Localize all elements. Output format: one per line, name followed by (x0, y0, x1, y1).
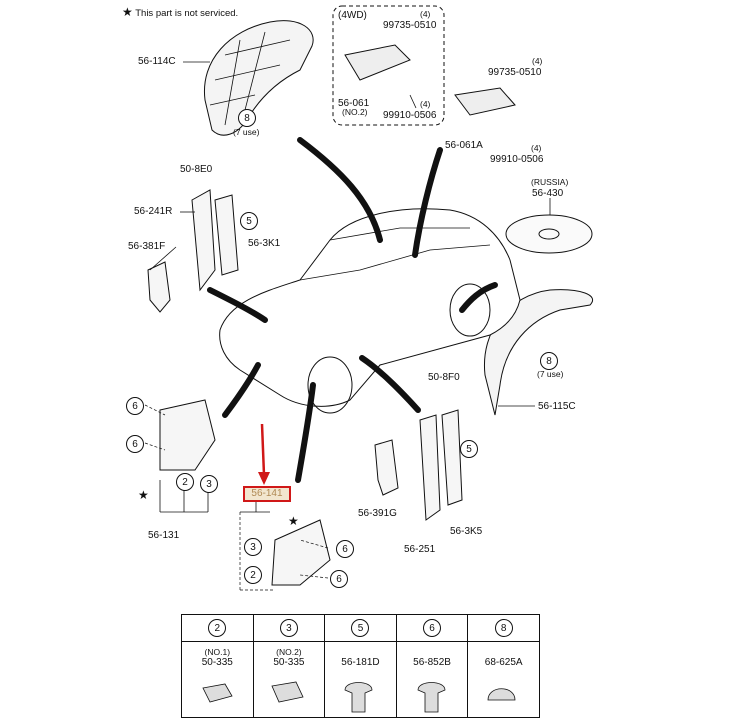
clip-cell-2: 2 (NO.1) 50-335 (182, 615, 254, 717)
part-56-391G-shape (374, 439, 399, 496)
car-body-outline (219, 208, 521, 407)
qty-4-bolt-a: (4) (420, 99, 431, 109)
clip-subtitle: (NO.2) (276, 647, 302, 657)
label-50-8E0: 50-8E0 (180, 164, 213, 175)
label-56-391G: 56-391G (358, 508, 397, 519)
clip-part-number: 56-181D (341, 657, 380, 668)
star-icon: ★ (122, 5, 133, 19)
clip-cell-5: 5 56-181D (325, 615, 397, 717)
label-56-141-highlighted: 56-141 (243, 486, 291, 502)
callout-circle-6-56-141-b: 6 (330, 570, 348, 588)
plate-56-061-shape (344, 44, 411, 81)
label-4wd: (4WD) (338, 10, 367, 21)
label-7-use-front: (7 use) (233, 127, 260, 137)
clip-part-number: 50-335 (201, 657, 233, 668)
not-serviced-text: This part is not serviced. (135, 8, 239, 19)
clip-subtitle: (NO.1) (204, 647, 231, 657)
label-56-3K1: 56-3K1 (248, 238, 281, 249)
callout-circle-2-56-141: 2 (244, 566, 262, 584)
disc-56-430-shape (505, 214, 593, 254)
label-56-381F: 56-381F (128, 241, 166, 252)
callout-line-plate (412, 147, 443, 258)
clip-6-picture-shape (417, 682, 446, 713)
label-99735-0510-b: 99735-0510 (488, 67, 542, 78)
callout-line-right-strip (359, 355, 421, 413)
qty-4-bolt-b: (4) (531, 143, 542, 153)
clip-2-picture-shape (202, 683, 233, 703)
clip-legend-table: 2 (NO.1) 50-335 3 (NO.2) 50-335 5 56-181… (181, 614, 540, 718)
clip-part-number: 56-852B (413, 657, 451, 668)
clip-num: 3 (279, 619, 298, 637)
label-56-114C: 56-114C (138, 56, 176, 67)
label-56-061A: 56-061A (445, 140, 483, 151)
label-56-131: 56-131 (148, 530, 180, 541)
clip-cell-6: 6 56-852B (396, 615, 469, 717)
callout-line-front-liner (297, 137, 383, 243)
callout-circle-8-front: 8 (238, 109, 256, 127)
clip-5-picture-shape (344, 682, 373, 713)
strip-56-241R-shape (191, 189, 216, 292)
part-56-141-shape (271, 519, 331, 586)
callout-circle-3-56-141: 3 (244, 538, 262, 556)
red-arrow-icon (258, 423, 270, 485)
callout-circle-6-56-141-a: 6 (336, 540, 354, 558)
callout-line-lower-front (222, 362, 261, 418)
label-56-430: 56-430 (532, 188, 564, 199)
qty-4-screw-a: (4) (420, 9, 431, 19)
label-99910-0506-b: 99910-0506 (490, 154, 544, 165)
clip-cell-8: 8 68-625A (468, 615, 539, 717)
label-99910-0506-a: 99910-0506 (383, 110, 437, 121)
strip-56-3K5-shape (441, 409, 463, 506)
front-liner-upper-shape (203, 20, 314, 136)
clip-8-picture-shape (487, 688, 516, 701)
label-56-251: 56-251 (404, 544, 436, 555)
clip-num: 6 (423, 619, 442, 637)
label-99735-0510-a: 99735-0510 (383, 20, 437, 31)
strip-56-251-shape (419, 414, 441, 521)
callout-circle-5-left: 5 (240, 212, 258, 230)
callout-line-rear-liner (459, 282, 498, 313)
clip-3-picture-shape (271, 681, 304, 703)
star-icon-56-141: ★ (288, 514, 299, 528)
label-50-8F0: 50-8F0 (428, 372, 460, 383)
label-56-115C: 56-115C (538, 401, 576, 412)
star-icon-56-131: ★ (138, 488, 149, 502)
car-rear-wheel (449, 283, 491, 337)
callout-circle-8-rear: 8 (540, 352, 558, 370)
clip-num: 5 (351, 619, 370, 637)
car-front-wheel (307, 356, 353, 414)
clip-num: 8 (494, 619, 513, 637)
not-serviced-note: ★ This part is not serviced. (122, 5, 238, 19)
clip-part-number: 68-625A (484, 657, 523, 668)
label-russia: (RUSSIA) (531, 177, 569, 187)
callout-line-strip-left (207, 287, 268, 323)
label-7-use-rear: (7 use) (537, 369, 564, 379)
callout-circle-6-a: 6 (126, 397, 144, 415)
callout-line-56-141 (295, 382, 316, 483)
clip-part-number: 50-335 (273, 657, 305, 668)
label-56-3K5: 56-3K5 (450, 526, 483, 537)
part-56-131-shape (159, 399, 216, 471)
callout-circle-5-right: 5 (460, 440, 478, 458)
callout-circle-3-lower: 3 (200, 475, 218, 493)
qty-4-screw-b: (4) (532, 56, 543, 66)
callout-circle-2-lower: 2 (176, 473, 194, 491)
clip-num: 2 (208, 619, 227, 637)
strip-56-3K1-shape (214, 194, 239, 276)
4wd-dashed-box (332, 5, 445, 126)
callout-circle-6-b: 6 (126, 435, 144, 453)
label-56-241R: 56-241R (134, 206, 173, 217)
clip-cell-3: 3 (NO.2) 50-335 (253, 615, 326, 717)
label-no2: (NO.2) (342, 107, 368, 117)
plate-56-061A-shape (454, 87, 516, 116)
bracket-56-381F-shape (147, 261, 171, 313)
label-56-061: 56-061 (338, 98, 370, 109)
